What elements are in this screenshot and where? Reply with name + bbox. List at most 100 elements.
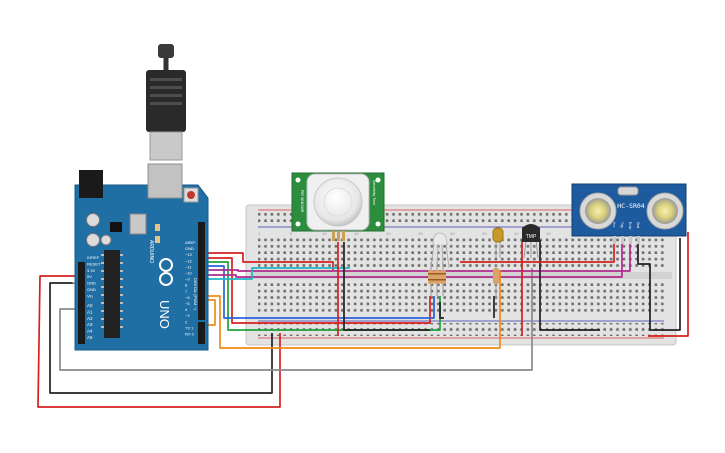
capacitor-3 [100,234,112,246]
resistor-4 [493,268,499,284]
logo-infinity-right-icon [159,272,173,286]
center-channel [250,272,672,279]
power-pin-label: RESET [87,261,101,266]
ultrasonic-sensor[interactable]: HC-SR04 Vcc Trig Echo Gnd [571,183,687,244]
wire-led-gnd-black[interactable] [439,302,444,319]
wire-tmp-gnd-black[interactable] [539,240,600,331]
breadboard-column-number: 10 [322,231,327,236]
arduino-logo [159,258,173,286]
tmp-body [522,224,540,242]
digital-pin-label: ~5 [185,301,190,306]
photoresistor[interactable] [492,227,504,258]
wire-rail-red[interactable] [648,232,689,337]
wire-pin12-red[interactable] [205,252,334,270]
ultrasonic-pin-label: Vcc [612,222,616,228]
breadboard-column-number: 30 [450,231,455,236]
terminal-holes-upper [258,237,664,269]
breadboard-column-number: 40 [514,231,519,236]
digital-pin-label: ~12 [185,258,193,263]
analog-label: ANALOG IN [71,310,75,330]
digital-pin-label: GND [185,246,194,251]
analog-header [78,300,85,344]
digital-pin-label: 7 [185,289,188,294]
power-pin-label: 5V [87,274,92,279]
breadboard-column-number: 35 [482,231,487,236]
usb-plug-metal [149,131,183,161]
digital-pin-label: ~6 [185,295,190,300]
wire-gnd-black[interactable] [49,282,273,394]
pir-label: PIR SENSOR [300,190,304,213]
power-pin-label: 3.3V [87,268,96,273]
breadboard-column-number: 20 [386,231,391,236]
ultrasonic-model: HC-SR04 [617,202,644,210]
capacitor-2 [86,233,100,247]
breadboard-column-number: 1 [258,231,261,236]
breadboard-column-number: 25 [418,231,423,236]
wire-pin11-red[interactable] [205,257,431,324]
usb-plug-body [146,70,186,132]
pir-dome [313,177,363,227]
power-jack [79,170,103,198]
wire-pin6-cyan[interactable] [205,267,350,280]
digital-header [198,222,205,320]
pir-sensor[interactable]: PIR SENSOR Sensitivity Time [291,172,385,241]
resistor-3 [440,270,446,284]
digital-pin-label: 2 [185,319,188,324]
power-pin-label: Vin [87,293,93,298]
atmega-chip [104,250,120,338]
usb-socket [147,163,183,199]
wire-us-vcc-red[interactable] [460,240,615,263]
ultrasonic-crystal [617,186,639,196]
capacitor-1 [86,213,100,227]
analog-pin-label: A3 [87,322,93,327]
breadboard-column-number: 5 [290,231,293,236]
arduino-brand: ARDUINO [148,240,154,263]
power-label: POWER [71,282,75,296]
analog-pin-label: A4 [87,329,93,334]
digital-pin-label: ~11 [185,264,192,269]
arduino-uno[interactable]: ARDUINO UNO DIGITAL (PWM ~) AREFGND~13~1… [71,44,209,351]
resistor-1 [428,270,434,284]
digital-pin-label: ~13 [185,252,193,257]
terminal-holes-lower [258,283,664,315]
analog-pin-label: A1 [87,309,93,314]
ultrasonic-pin-labels: Vcc Trig Echo Gnd [612,222,640,229]
digital-pin-label: ~10 [185,271,193,276]
crystal [129,213,147,235]
wires[interactable] [37,232,689,408]
wire-pin4-orange[interactable] [205,299,216,326]
digital-pin-label: ~3 [185,313,190,318]
resistors[interactable] [428,262,499,298]
ultrasonic-pin-label: Trig [620,222,624,228]
power-header [78,262,85,314]
wire-analog-gray[interactable] [59,268,533,371]
digital-pin-label: ~9 [185,277,190,282]
wire-us-gnd-black[interactable] [637,238,681,331]
wire-5v-red[interactable] [37,275,281,408]
logo-infinity-left-icon [159,258,173,272]
power-pin-label: GND [87,281,96,286]
digital-pin-label: RX 0 [185,332,195,337]
wire-pir-gnd-black[interactable] [343,242,430,331]
wire-pin8-magenta[interactable] [205,240,631,272]
breadboard-column-number: 15 [354,231,359,236]
digital-pin-label: AREF [185,240,196,245]
tmp-label: TMP [526,234,537,240]
arduino-model: UNO [157,300,172,329]
wire-pin5-orange[interactable] [205,270,501,349]
wire-pin9-blue[interactable] [205,265,435,319]
breadboard-column-number: 45 [546,231,551,236]
ultrasonic-pin-label: Echo [628,222,632,229]
digital-label: DIGITAL (PWM ~) [193,278,198,311]
led-dome [432,232,448,246]
resistor-2 [434,270,440,284]
wire-pin7-magenta[interactable] [205,240,623,278]
ultrasonic-pin-label: Gnd [636,222,640,228]
digital-pin-label: 8 [185,283,188,288]
power-pin-label: IOREF [87,255,100,260]
tmp-sensor[interactable]: TMP [522,224,540,259]
